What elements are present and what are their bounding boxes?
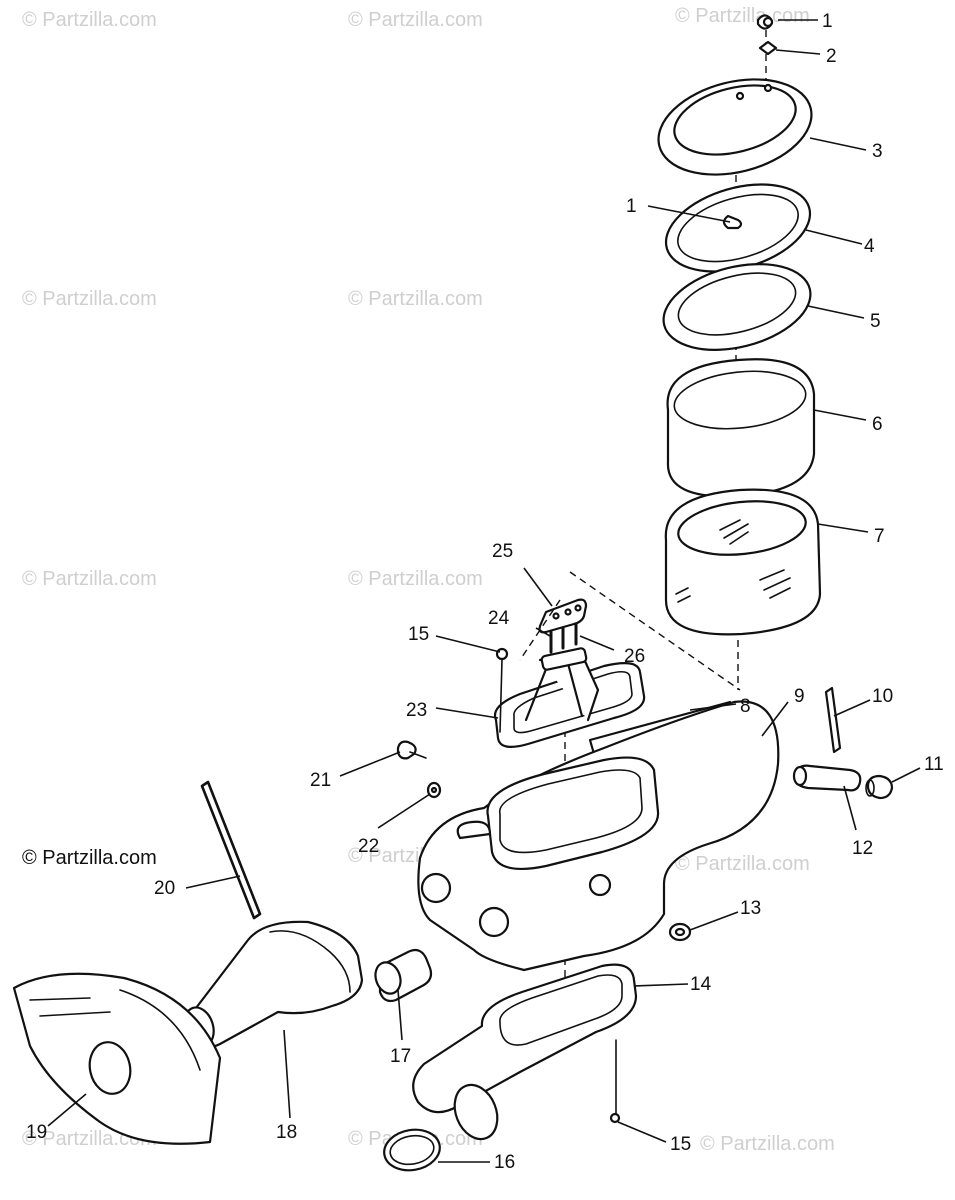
callout-5: 5 — [870, 311, 881, 332]
part-21-bolt — [396, 740, 427, 760]
watermark: © Partzilla.com — [22, 568, 157, 590]
part-17-adapter — [374, 948, 433, 1003]
callout-23: 23 — [406, 700, 427, 721]
callout-24: 24 — [488, 608, 510, 629]
callout-3: 3 — [872, 141, 883, 162]
callout-15: 15 — [670, 1134, 691, 1155]
callout-7: 7 — [874, 526, 885, 547]
part-16-clamp — [383, 1128, 441, 1172]
copyright-text: © Partzilla.com — [22, 847, 157, 869]
callout-12: 12 — [852, 838, 873, 859]
callout-26: 26 — [624, 646, 645, 667]
callout-19: 19 — [26, 1122, 47, 1143]
callout-15: 15 — [408, 624, 429, 645]
part-6-foam-prefilter — [666, 358, 816, 498]
callout-16: 16 — [494, 1152, 515, 1173]
part-19-heat-shield — [12, 972, 222, 1145]
callout-numbers: 1 2 3 1 4 5 6 7 25 24 26 15 23 8 9 10 11… — [26, 11, 944, 1173]
part-22-washer — [426, 781, 442, 799]
watermark: © Partzilla.com — [348, 288, 483, 310]
part-12-breather-hose — [792, 764, 862, 792]
part-9-air-box — [417, 700, 780, 972]
callout-11: 11 — [924, 754, 944, 775]
callout-1: 1 — [626, 196, 637, 217]
callout-17: 17 — [390, 1046, 411, 1067]
part-15-screw-upper — [495, 647, 509, 733]
alignment-line — [569, 571, 741, 691]
callout-10: 10 — [872, 686, 893, 707]
part-24-26-studs — [549, 622, 578, 654]
callout-1: 1 — [822, 11, 833, 32]
callout-14: 14 — [690, 974, 712, 995]
part-10-breather-rod — [824, 686, 842, 754]
callout-25: 25 — [492, 541, 513, 562]
part-5-gasket — [662, 263, 812, 351]
watermark: © Partzilla.com — [22, 9, 157, 31]
callout-6: 6 — [872, 414, 883, 435]
watermark: © Partzilla.com — [700, 1133, 835, 1155]
callout-13: 13 — [740, 898, 761, 919]
part-20-drain-tube — [200, 780, 262, 920]
part-2-washer — [758, 40, 778, 56]
callout-18: 18 — [276, 1122, 297, 1143]
part-18-intake-boot — [183, 920, 364, 1049]
callout-22: 22 — [358, 836, 379, 857]
watermark: © Partzilla.com — [22, 288, 157, 310]
part-14-intake-duct — [412, 963, 638, 1141]
leader-lines — [47, 19, 921, 1163]
part-4-seal-ring — [664, 183, 812, 273]
watermark: © Partzilla.com — [675, 5, 810, 27]
part-11-plug — [865, 774, 894, 800]
part-23-filter-bracket — [493, 647, 646, 749]
callout-2: 2 — [826, 46, 837, 67]
part-15-screw-lower — [609, 1039, 621, 1124]
part-13-grommet — [668, 922, 692, 942]
watermark: © Partzilla.com — [348, 9, 483, 31]
part-1-wing-nut — [756, 14, 774, 30]
part-3-filter-cover — [657, 78, 813, 176]
callout-8: 8 — [740, 696, 751, 717]
watermark: © Partzilla.com — [675, 853, 810, 875]
part-7-filter-element — [664, 488, 822, 636]
watermark: © Partzilla.com — [348, 568, 483, 590]
callout-4: 4 — [864, 236, 875, 257]
callout-9: 9 — [794, 686, 805, 707]
callout-20: 20 — [154, 878, 175, 899]
callout-21: 21 — [310, 770, 331, 791]
